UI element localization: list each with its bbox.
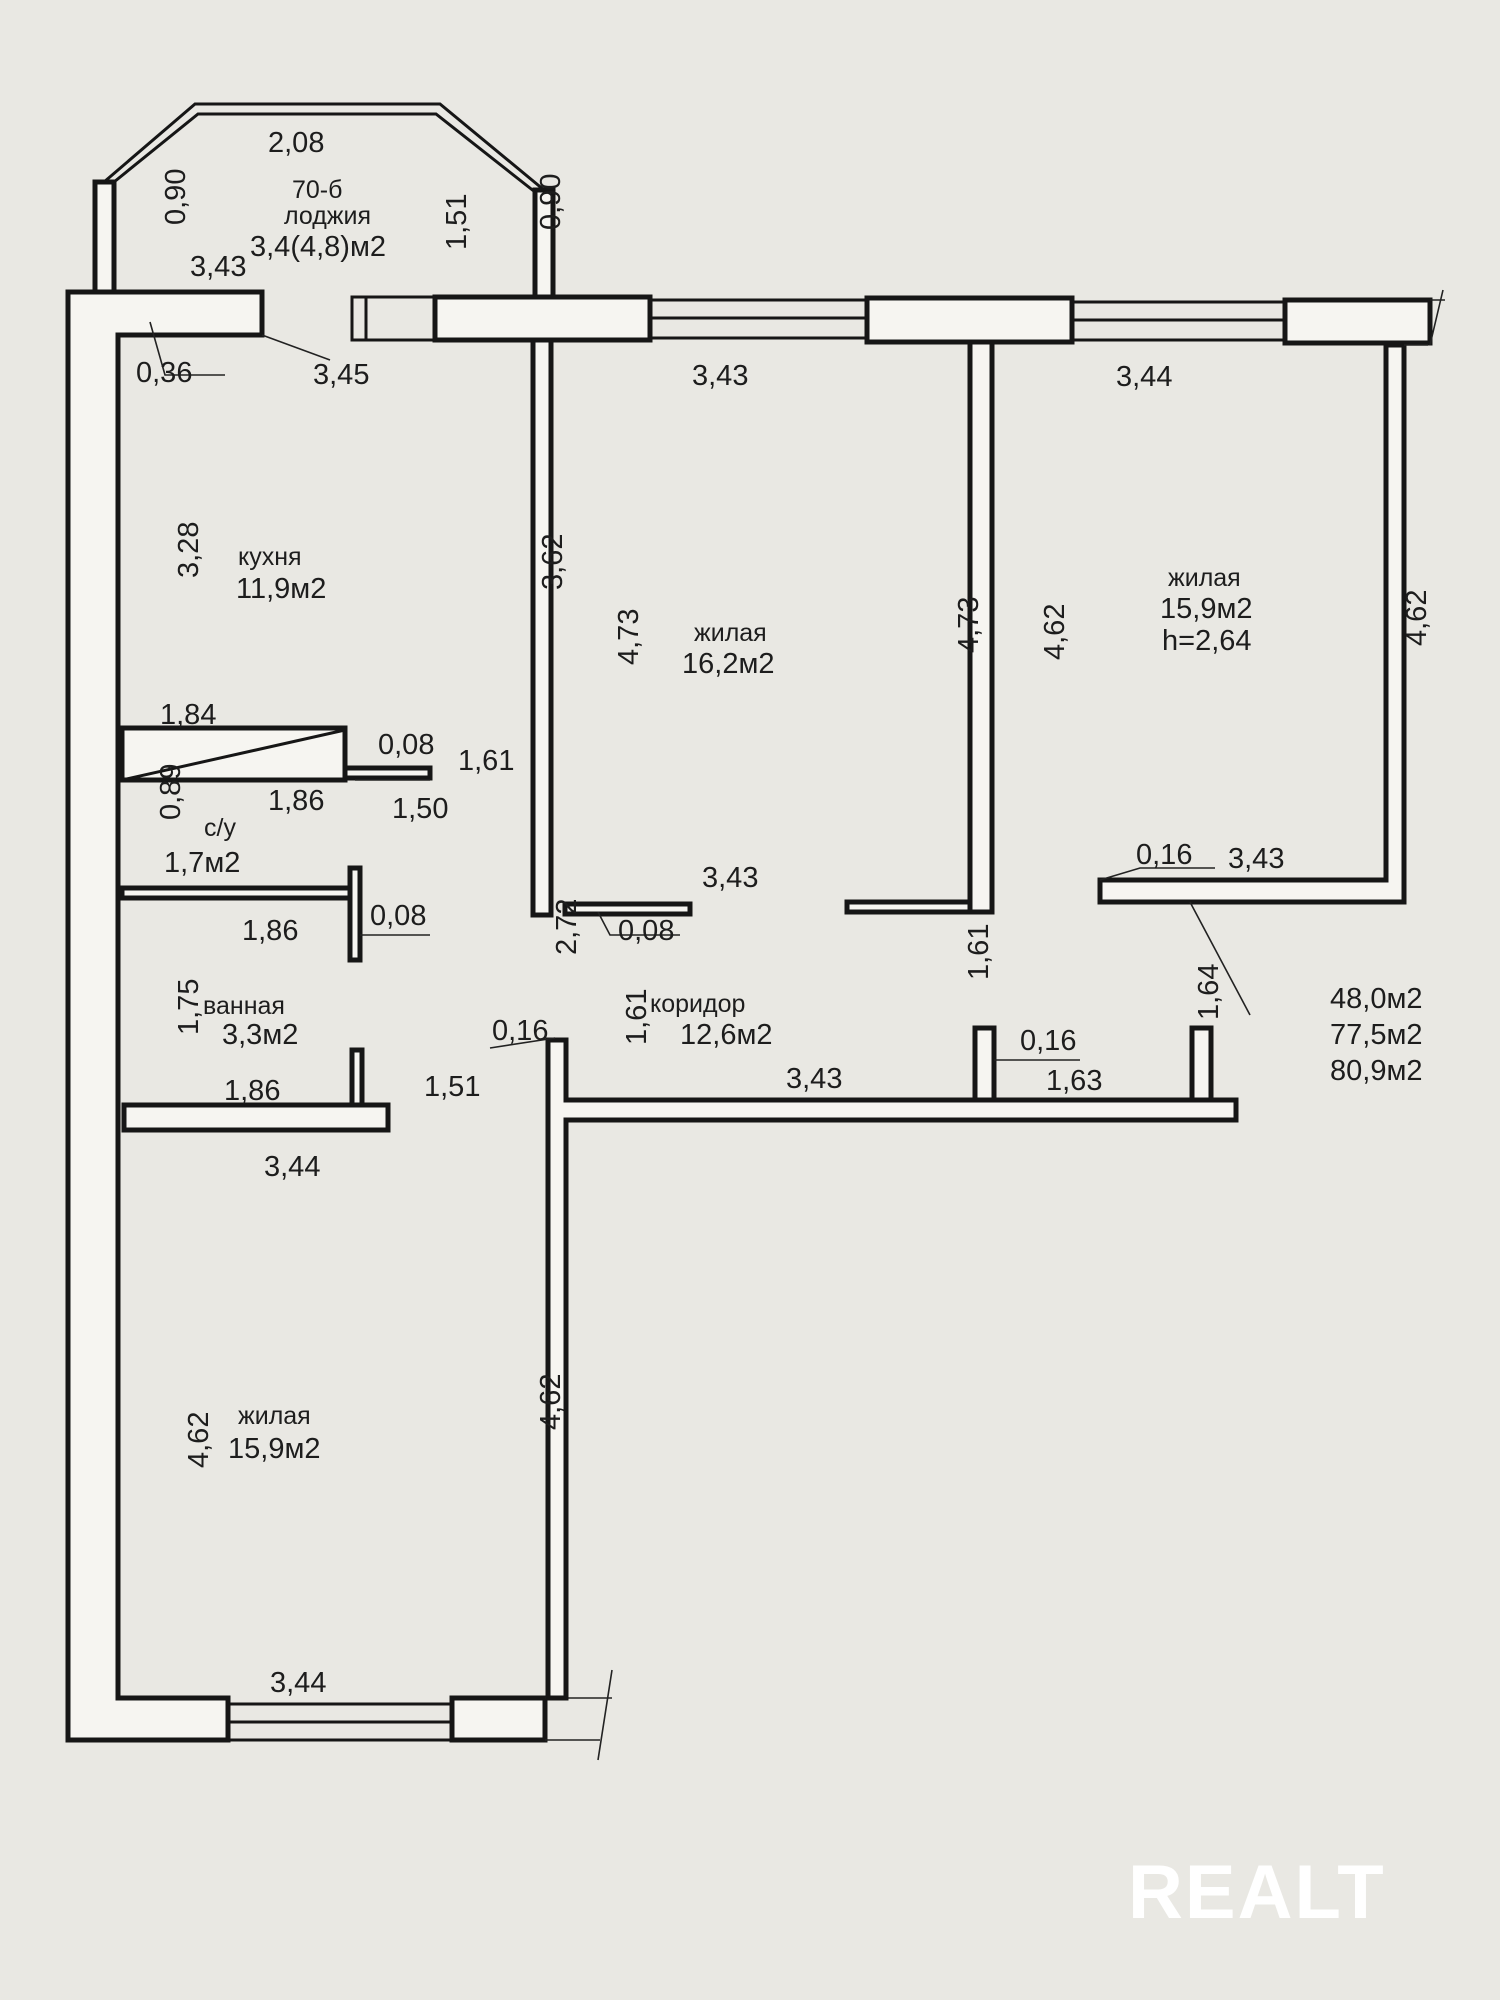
- corridor-post-a: [972, 1025, 997, 1103]
- middle-dim-wall: 0,08: [618, 915, 674, 947]
- middle-area: 16,2м2: [682, 648, 775, 680]
- corridor-area: 12,6м2: [680, 1019, 773, 1051]
- bottom-dim-bottom: 3,44: [270, 1667, 326, 1699]
- wc-labels: 1,84 0,08 1,61 1,86 1,50 0,89 с/у 1,7м2: [155, 699, 514, 879]
- wc-dim-height: 1,61: [458, 745, 514, 777]
- corridor-dim-height-a: 1,61: [621, 989, 653, 1045]
- middle-bottom-stub: [562, 901, 693, 917]
- bottom-right-wall: [449, 1695, 548, 1743]
- loggia-dim-right: 0,90: [535, 174, 567, 230]
- wc-area: 1,7м2: [164, 847, 240, 879]
- bottom-window: [228, 1702, 452, 1742]
- corridor-dim-height-b: 1,61: [963, 924, 995, 980]
- bottom-dim-right: 4,62: [535, 1374, 567, 1430]
- bath-dim-top: 1,86: [242, 915, 298, 947]
- right-dim-right: 4,62: [1401, 590, 1433, 646]
- top-facade: [350, 289, 1445, 346]
- wc-dim-side: 0,89: [155, 764, 187, 820]
- wc-dim-wall: 0,08: [378, 729, 434, 761]
- loggia-dim-top: 2,08: [268, 127, 324, 159]
- middle-bottom-stub-right: [844, 899, 978, 915]
- wc-dim-bottom: 1,86: [268, 785, 324, 817]
- bath-dim-wall: 0,08: [370, 900, 426, 932]
- loggia-dim-base: 3,43: [190, 251, 246, 283]
- corridor-dim-left: 2,72: [551, 899, 583, 955]
- bottom-name: жилая: [238, 1402, 311, 1430]
- corridor-dim-wall-a: 0,16: [492, 1015, 548, 1047]
- bath-bottom-wall: [121, 1102, 391, 1133]
- kitchen-area: 11,9м2: [236, 573, 326, 605]
- bath-door-post: [349, 1047, 365, 1108]
- loggia-dim-height: 1,51: [441, 194, 473, 250]
- loggia-code: 70-б: [292, 176, 342, 204]
- corridor-dim-bottom: 3,43: [786, 1063, 842, 1095]
- bottom-dim-top: 3,44: [264, 1151, 320, 1183]
- bathroom-labels: 1,86 0,08 ванная 3,3м2 1,75 1,86 1,51: [173, 900, 480, 1107]
- loggia-name: лоджия: [284, 202, 371, 230]
- middle-dim-top: 3,43: [692, 360, 748, 392]
- right-dim-bottom: 3,43: [1228, 843, 1284, 875]
- corridor-dim-height-c: 1,64: [1193, 964, 1225, 1020]
- wc-dim-door: 1,50: [392, 793, 448, 825]
- loggia-area: 3,4(4,8)м2: [250, 231, 386, 263]
- right-area: 15,9м2: [1160, 593, 1253, 625]
- wc-door-post: [347, 865, 363, 963]
- outer-left-wall: [65, 289, 265, 1743]
- middle-dim-left: 4,73: [613, 609, 645, 665]
- wc-bottom-wall: [119, 885, 353, 901]
- right-dim-wall: 0,16: [1136, 839, 1192, 871]
- corridor-dim-door: 1,63: [1046, 1065, 1102, 1097]
- corridor-dim-wall-b: 0,16: [1020, 1025, 1076, 1057]
- corridor-post-b: [1189, 1025, 1214, 1103]
- kitchen-dim-right: 3,62: [537, 534, 569, 590]
- realt-watermark: REALT: [1128, 1850, 1386, 1935]
- bath-name: ванная: [203, 992, 285, 1020]
- leader-lines: [149, 321, 1251, 1061]
- bath-dim-door: 1,51: [424, 1071, 480, 1103]
- kitchen-dim-offset: 0,36: [136, 357, 192, 389]
- wc-dim-top: 1,84: [160, 699, 216, 731]
- loggia-labels: 2,08 70-б лоджия 3,4(4,8)м2 0,90 0,90 1,…: [160, 127, 567, 391]
- total-living: 48,0м2: [1330, 983, 1423, 1015]
- corridor-name: коридор: [650, 990, 745, 1018]
- middle-dim-bottom: 3,43: [702, 862, 758, 894]
- middle-room-labels: 3,43 жилая 16,2м2 4,73 4,73 3,43 0,08: [613, 360, 985, 947]
- right-dim-left: 4,62: [1039, 604, 1071, 660]
- bottom-area: 15,9м2: [228, 1433, 321, 1465]
- kitchen-labels: 0,36 кухня 11,9м2 3,28 3,62: [136, 357, 569, 605]
- total-with-loggia: 80,9м2: [1330, 1055, 1423, 1087]
- kitchen-dim-height: 3,28: [173, 522, 205, 578]
- middle-name: жилая: [694, 619, 767, 647]
- loggia-outline: [92, 102, 556, 300]
- bottom-room-labels: 3,44 жилая 15,9м2 4,62 4,62 3,44: [183, 1151, 567, 1699]
- corridor-bottom-wall: [545, 1037, 1239, 1701]
- right-room-labels: 3,44 жилая 15,9м2 h=2,64 4,62 4,62 0,16 …: [1039, 361, 1433, 875]
- bath-area: 3,3м2: [222, 1019, 298, 1051]
- total-general: 77,5м2: [1330, 1019, 1423, 1051]
- loggia-dim-diag: 3,45: [313, 359, 369, 391]
- right-height: h=2,64: [1162, 625, 1252, 657]
- loggia-dim-left: 0,90: [160, 169, 192, 225]
- wc-name: с/у: [204, 814, 236, 842]
- totals: 48,0м2 77,5м2 80,9м2: [1330, 983, 1423, 1087]
- kitchen-partition: [530, 332, 554, 918]
- middle-dim-right: 4,73: [953, 597, 985, 653]
- corridor-labels: 2,72 коридор 12,6м2 0,16 1,61 1,61 3,43 …: [492, 899, 1225, 1097]
- right-name: жилая: [1168, 564, 1241, 592]
- bottom-dim-left: 4,62: [183, 1412, 215, 1468]
- bath-dim-height: 1,75: [173, 979, 205, 1035]
- bath-dim-bottom: 1,86: [224, 1075, 280, 1107]
- right-dim-top: 3,44: [1116, 361, 1172, 393]
- walls: [65, 102, 1445, 1761]
- kitchen-name: кухня: [238, 543, 302, 571]
- wc-door-stub: [342, 765, 433, 781]
